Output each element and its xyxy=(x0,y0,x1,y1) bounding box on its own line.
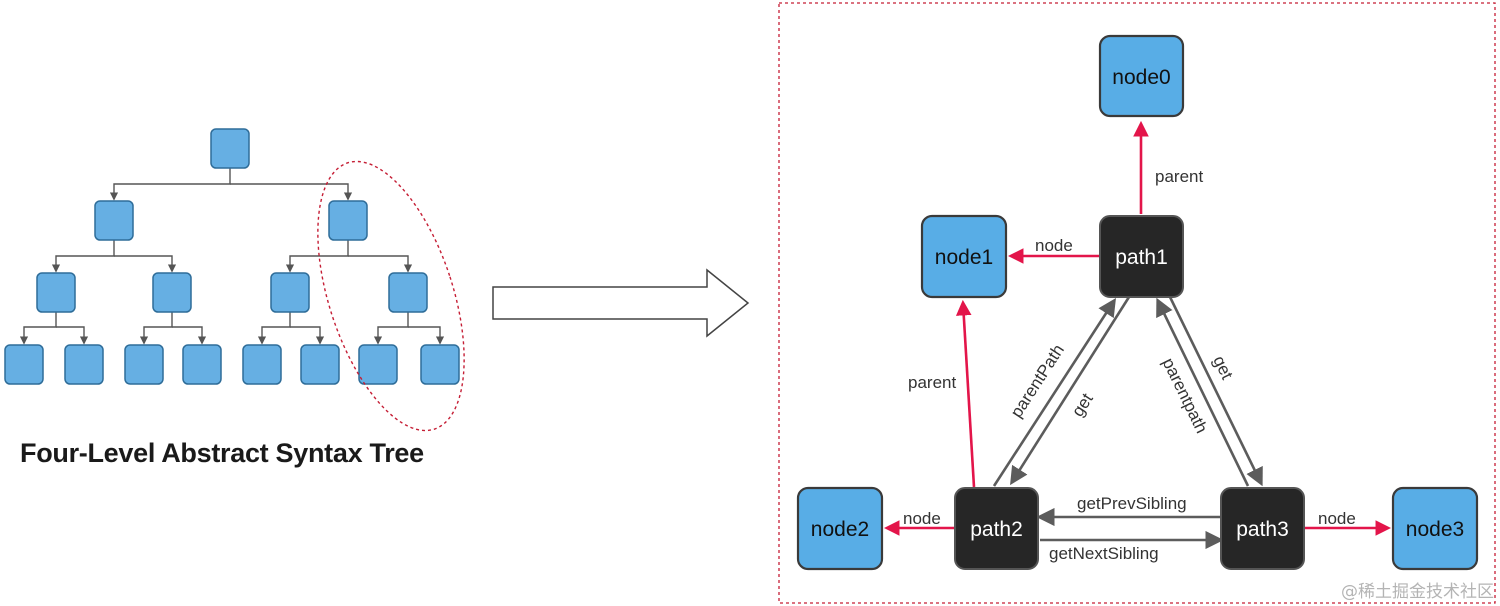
tree-title: Four-Level Abstract Syntax Tree xyxy=(20,438,424,468)
node1-box: node1 xyxy=(920,214,1008,299)
transform-arrow xyxy=(492,268,750,338)
path2-label: path2 xyxy=(970,518,1023,541)
path1-box: path1 xyxy=(1099,215,1184,298)
edge-path1-get-path3 xyxy=(1168,296,1263,487)
tree-connectors xyxy=(19,168,445,345)
node1-label: node1 xyxy=(935,246,993,269)
tree-node-l3-2 xyxy=(124,344,164,385)
node3-label: node3 xyxy=(1406,518,1464,541)
label-path2-node: node xyxy=(903,509,941,528)
tree-node-l3-6 xyxy=(358,344,398,385)
tree-node-l2-3 xyxy=(388,272,428,313)
path1-label: path1 xyxy=(1115,246,1168,269)
syntax-tree xyxy=(4,128,465,432)
tree-node-l3-0 xyxy=(4,344,44,385)
tree-nodes xyxy=(4,128,460,385)
tree-node-l1-1 xyxy=(328,200,368,241)
tree-node-l3-5 xyxy=(300,344,340,385)
tree-node-l2-2 xyxy=(270,272,310,313)
tree-node-l3-7 xyxy=(420,344,460,385)
edge-path1-get-path2 xyxy=(1010,296,1131,486)
node2-label: node2 xyxy=(811,518,869,541)
subtree-highlight xyxy=(317,160,465,432)
label-path3-node: node xyxy=(1318,509,1356,528)
tree-node-l1-0 xyxy=(94,200,134,241)
watermark: @稀土掘金技术社区 xyxy=(1341,582,1494,602)
node0-box: node0 xyxy=(1098,34,1185,118)
tree-node-l2-0 xyxy=(36,272,76,313)
label-path1-parent: parent xyxy=(1155,167,1203,186)
paths-panel-border xyxy=(778,2,1496,604)
label-getPrevSibling: getPrevSibling xyxy=(1077,494,1187,513)
path3-box: path3 xyxy=(1220,487,1305,570)
label-get-path3: get xyxy=(1209,353,1237,383)
tree-node-l2-1 xyxy=(152,272,192,313)
path3-label: path3 xyxy=(1236,518,1289,541)
tree-node-l3-4 xyxy=(242,344,282,385)
edge-path3-parentpath-path1 xyxy=(1156,297,1250,487)
tree-node-root xyxy=(210,128,250,169)
node3-box: node3 xyxy=(1391,486,1479,571)
edge-path2-parentPath-path1 xyxy=(992,297,1116,487)
label-get-path2: get xyxy=(1068,390,1097,420)
label-path2-parent: parent xyxy=(908,373,956,392)
tree-node-l3-1 xyxy=(64,344,104,385)
label-getNextSibling: getNextSibling xyxy=(1049,544,1159,563)
node-boxes: node0 node1 node2 node3 xyxy=(796,34,1479,571)
node2-box: node2 xyxy=(796,486,884,571)
label-path1-node: node xyxy=(1035,236,1073,255)
edges xyxy=(883,120,1392,550)
path2-box: path2 xyxy=(954,487,1039,570)
path-boxes: path1 path2 path3 xyxy=(954,215,1305,570)
edge-path2-parent-node1 xyxy=(955,299,976,488)
tree-node-l3-3 xyxy=(182,344,222,385)
node0-label: node0 xyxy=(1112,66,1170,89)
